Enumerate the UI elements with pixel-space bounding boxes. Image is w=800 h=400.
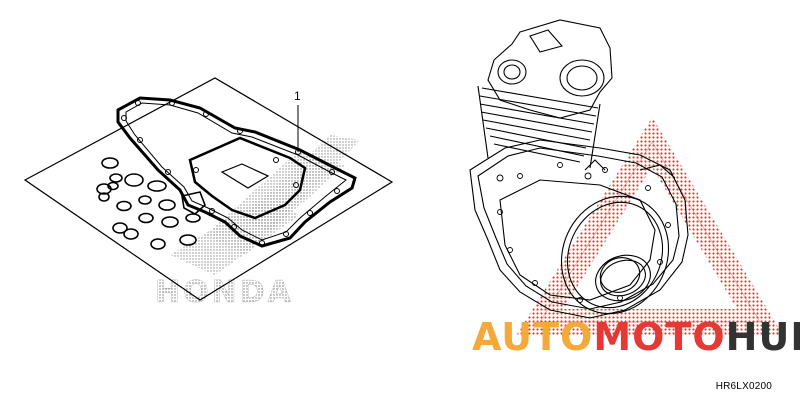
gasket-kit-icon bbox=[23, 77, 394, 301]
part-callout-number: 1 bbox=[294, 89, 301, 103]
engine-outline-icon bbox=[469, 19, 689, 319]
site-watermark: AUTOMOTOHUB bbox=[472, 315, 800, 359]
site-watermark-part2: MOTO bbox=[593, 315, 725, 359]
warning-triangle-logo-icon bbox=[516, 117, 783, 335]
site-watermark-part1: AUTO bbox=[472, 315, 593, 359]
honda-brand-watermark: HONDA bbox=[155, 275, 294, 310]
diagram-code: HR6LX0200 bbox=[715, 381, 772, 392]
site-watermark-part3: HUB bbox=[726, 315, 800, 359]
